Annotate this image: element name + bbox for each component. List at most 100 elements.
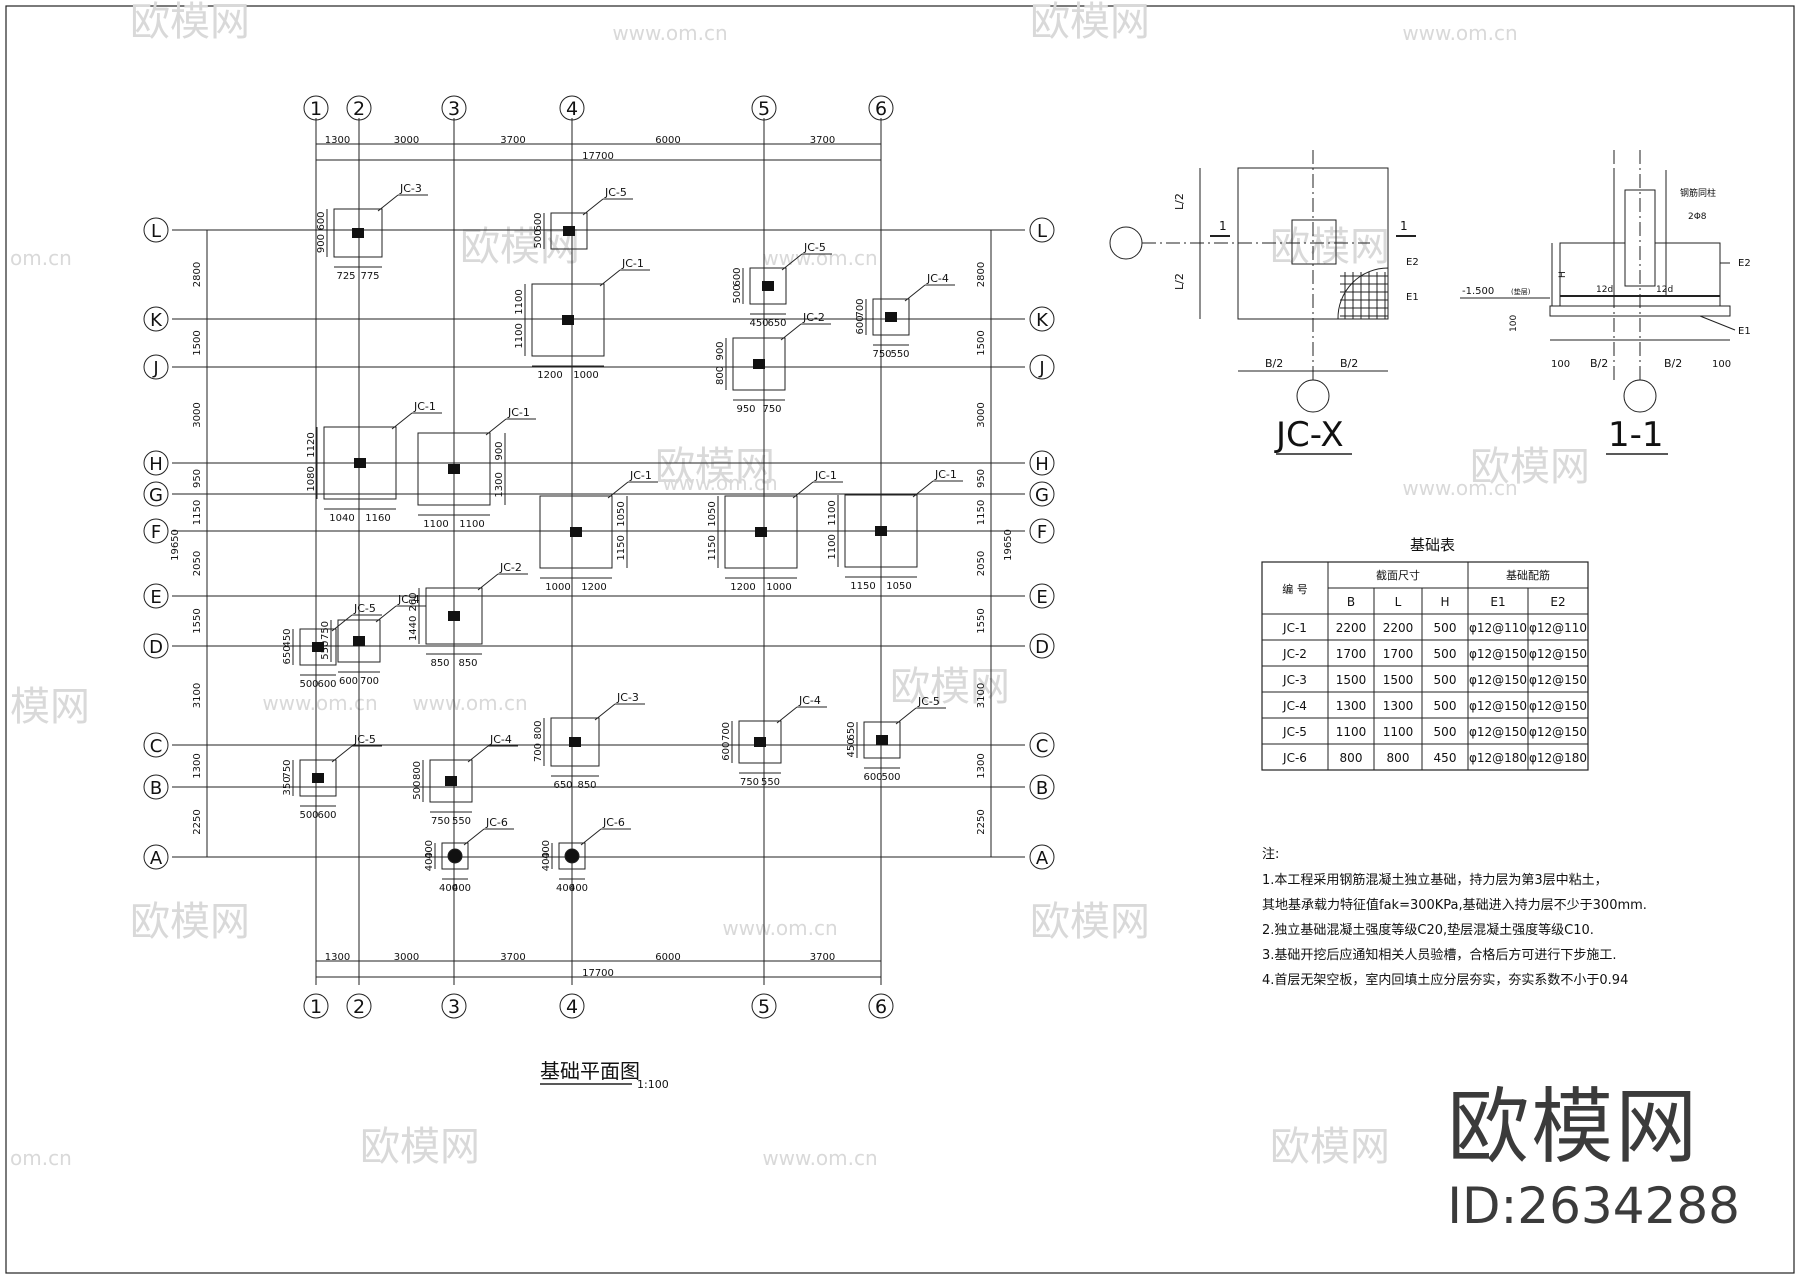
footing-dim-top: 600 [732, 267, 743, 286]
footing-leader [580, 828, 602, 846]
dim-row-spacing: 1550 [192, 608, 203, 633]
footing-dim-top: 1050 [616, 501, 627, 526]
footing-column [312, 773, 324, 783]
watermark-logo: 欧模网 [890, 664, 1010, 710]
footing-dim-top: 800 [533, 720, 544, 739]
footing-column [876, 735, 888, 745]
grid-label-K: K [1036, 310, 1049, 331]
watermark-logo: 欧模网 [1030, 899, 1150, 945]
watermark-logo: 欧模网 [655, 444, 775, 490]
grid-label-D: D [1035, 637, 1049, 658]
table-cell: φ12@150 [1469, 673, 1527, 687]
footing-column [570, 527, 582, 537]
footing-dim-bottom: 350 [282, 776, 293, 795]
section-footing-right [1654, 190, 1721, 306]
grid-label-2: 2 [353, 996, 365, 1018]
grid-label-J: J [152, 358, 158, 379]
watermark-url-partial: om.cn [10, 246, 72, 270]
brand-name: 欧模网 [1447, 1080, 1700, 1175]
brand-id: ID:2634288 [1447, 1177, 1740, 1235]
grid-bubble-L [143, 217, 169, 243]
detail-jcx-dim-b-left: B/2 [1265, 357, 1283, 370]
footing-dim-top: 750 [320, 621, 331, 640]
footing-pile-column [564, 848, 580, 864]
footing-dim-left: 500 [299, 810, 318, 821]
grid-label-G: G [1035, 485, 1049, 506]
footing-dim-top: 400 [541, 840, 552, 859]
footing-dim-bottom: 450 [846, 738, 857, 757]
footing-outline [429, 759, 473, 803]
section-base-dim: 100 [1509, 315, 1519, 332]
foundation-plan [143, 95, 1055, 1019]
grid-bubble-2 [346, 95, 372, 121]
footing-tag: JC-1 [507, 406, 530, 419]
footing-dim-bottom: 500 [732, 284, 743, 303]
section-dim-b-left: B/2 [1590, 357, 1608, 370]
watermark-url-partial: om.cn [10, 1146, 72, 1170]
table-cell: JC-5 [1282, 725, 1307, 739]
footing-column [445, 776, 457, 786]
footing-leader [895, 707, 917, 725]
footing-dim-top: 700 [721, 722, 732, 741]
watermark-url: www.om.cn [412, 691, 527, 715]
plan-scale: 1:100 [637, 1078, 669, 1091]
footing-tag: JC-2 [499, 561, 522, 574]
detail-jcx-rebar-e1: E1 [1406, 292, 1419, 303]
detail-jcx-dim-l-top: L/2 [1173, 193, 1186, 210]
footing-dim-bottom: 1100 [827, 534, 838, 559]
section-footing-left [1559, 190, 1626, 306]
dim-row-spacing: 1300 [976, 753, 987, 778]
dim-row-spacing: 3100 [976, 683, 987, 708]
table-cell: 1100 [1336, 725, 1367, 739]
table-subheader: E2 [1550, 595, 1565, 609]
table-cell: JC-3 [1282, 673, 1307, 687]
grid-label-A: A [1036, 848, 1049, 869]
footing-dim-right: 750 [762, 404, 781, 415]
grid-label-B: B [150, 778, 162, 799]
footing-dim-right: 1100 [459, 519, 484, 530]
footing-tag: JC-1 [629, 469, 652, 482]
detail-jcx-rebar-mesh [1340, 272, 1388, 319]
table-subheader: E1 [1490, 595, 1505, 609]
table-cell: φ12@110 [1469, 621, 1527, 635]
footing-dim-left: 750 [872, 349, 891, 360]
footing-dim-bottom: 400 [424, 852, 435, 871]
table-cell: JC-4 [1282, 699, 1307, 713]
grid-bubble-4 [559, 95, 585, 121]
footing-leader [594, 703, 616, 721]
detail-jcx-grid-bubble [1109, 226, 1143, 260]
footing-column [448, 464, 460, 474]
footing-outline [337, 619, 381, 663]
table-cell: JC-6 [1282, 751, 1307, 765]
footing-dim-bottom: 800 [715, 366, 726, 385]
footing-outline [550, 717, 600, 767]
detail-section-1-1 [1460, 150, 1736, 413]
footing-tag: JC-5 [604, 186, 627, 199]
table-cell: φ12@150 [1469, 647, 1527, 661]
dim-row-spacing: 1550 [976, 608, 987, 633]
footing-leader [331, 745, 353, 763]
footing-dim-left: 1200 [537, 370, 562, 381]
note-line: 1.本工程采用钢筋混凝土独立基础，持力层为第3层中粘土， [1262, 872, 1608, 888]
table-cell: 500 [1434, 621, 1457, 635]
footing-dim-left: 1200 [730, 582, 755, 593]
dim-spacing: 3700 [500, 952, 525, 963]
grid-bubble-2 [346, 993, 372, 1019]
footing-dim-top: 1120 [306, 432, 317, 457]
footing-leader [599, 269, 621, 287]
footing-dim-right: 550 [452, 816, 471, 827]
footing-column [563, 226, 575, 236]
footing-dim-left: 725 [336, 271, 355, 282]
footing-column [353, 636, 365, 646]
grid-bubble-H [1029, 450, 1055, 476]
grid-bubble-B [1029, 774, 1055, 800]
grid-bubble-D [143, 633, 169, 659]
watermark-url: www.om.cn [612, 21, 727, 45]
dim-spacing: 3700 [810, 952, 835, 963]
footing-column [755, 527, 767, 537]
footing-tag: JC-4 [926, 272, 949, 285]
footing-leader [792, 481, 814, 499]
footing-dim-bottom: 550 [320, 641, 331, 660]
footing-dim-left: 600 [863, 772, 882, 783]
footing-outline [299, 628, 337, 666]
